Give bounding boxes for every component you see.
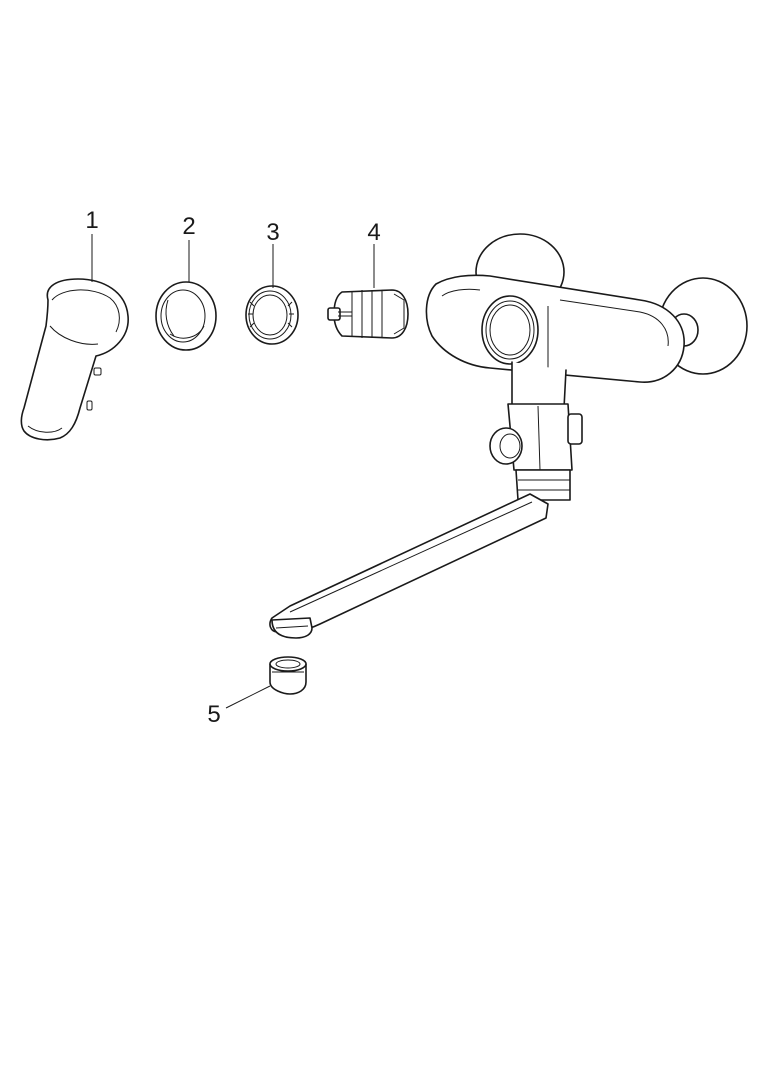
callout-2: 2 <box>182 213 195 240</box>
trim-ring <box>155 281 217 351</box>
leader-lines <box>91 234 375 709</box>
spout <box>269 493 549 639</box>
leader-5 <box>225 685 271 709</box>
callout-3: 3 <box>266 219 279 246</box>
lever-handle <box>20 278 129 441</box>
aerator <box>269 656 307 695</box>
callout-4: 4 <box>367 219 380 246</box>
threaded-nut <box>245 285 299 345</box>
callout-5: 5 <box>207 701 220 728</box>
callout-1: 1 <box>85 207 98 234</box>
faucet-body <box>425 233 748 501</box>
cartridge <box>327 289 409 339</box>
callout-labels: 1 2 3 4 5 <box>85 207 380 728</box>
